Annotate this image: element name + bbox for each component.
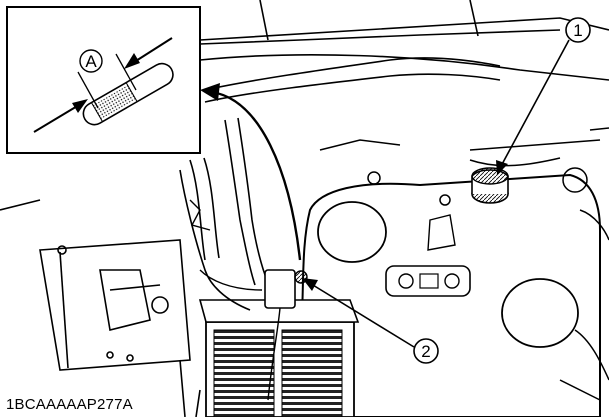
inset-label-circle: [79, 49, 103, 73]
dimension-line-right: [115, 53, 137, 91]
figure-code: 1BCAAAAAP277A: [6, 396, 133, 413]
callout-1: 1: [496, 17, 591, 175]
radiator-grille: [198, 299, 360, 417]
inset-strip: [82, 62, 174, 126]
dimension-line-left: [77, 71, 99, 109]
callout-2-label: 2: [421, 342, 430, 361]
inset-detail-box: A: [6, 6, 201, 154]
reference-arrow: [200, 83, 302, 261]
sensor-connector: [179, 169, 308, 401]
callout-2: 2: [302, 278, 439, 364]
engine-block: [319, 127, 609, 401]
frame-bracket: [0, 199, 201, 417]
callout-1-label: 1: [573, 21, 582, 40]
engine-side-panel: [298, 173, 601, 417]
filler-cap: [471, 167, 509, 204]
hood-panel: [199, 0, 609, 81]
inset-label-a: A: [85, 52, 97, 71]
